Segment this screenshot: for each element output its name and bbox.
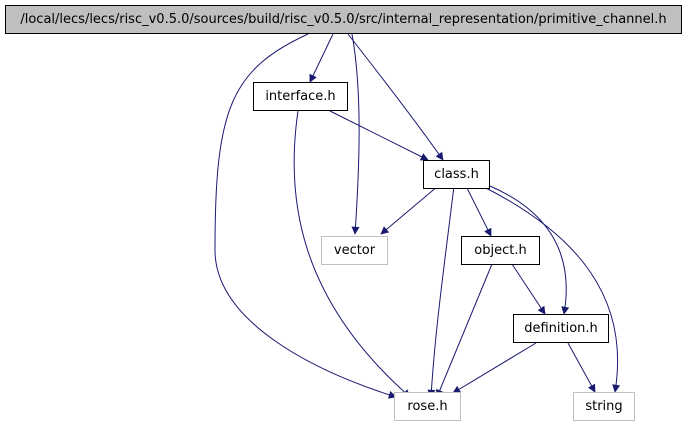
node-class[interactable]: class.h	[423, 160, 490, 189]
edge-root-to-class	[347, 33, 444, 161]
node-interface[interactable]: interface.h	[253, 82, 348, 111]
node-definition[interactable]: definition.h	[513, 314, 609, 343]
node-vector: vector	[321, 236, 388, 265]
edge-class-to-definition	[489, 185, 570, 315]
edge-root-to-vector	[351, 33, 360, 235]
edge-interface-to-class	[329, 110, 429, 161]
edge-root-to-rose	[214, 33, 397, 399]
node-object[interactable]: object.h	[461, 236, 540, 265]
node-string: string	[573, 392, 635, 421]
edge-class-to-rose	[427, 185, 455, 398]
edge-definition-to-rose	[452, 342, 537, 394]
node-primitive-channel[interactable]: /local/lecs/lecs/risc_v0.5.0/sources/bui…	[5, 5, 682, 34]
edge-class-to-object	[465, 185, 492, 237]
edge-definition-to-string	[567, 342, 596, 393]
edge-root-to-interface	[309, 33, 334, 83]
node-rose: rose.h	[394, 392, 461, 421]
edge-object-to-rose	[436, 263, 493, 398]
edge-object-to-definition	[511, 263, 546, 315]
edge-interface-to-rose	[293, 110, 411, 398]
edge-class-to-string	[481, 185, 621, 393]
edge-class-to-vector	[380, 185, 439, 235]
